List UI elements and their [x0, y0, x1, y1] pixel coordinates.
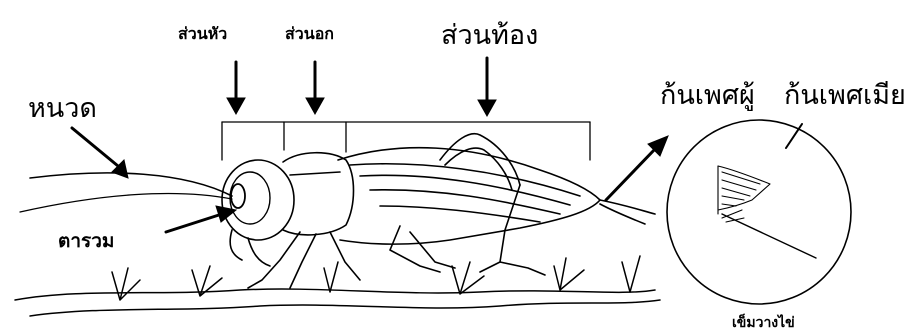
label-ovipositor: เข็มวางไข่	[732, 316, 795, 330]
arrow-eye	[166, 206, 236, 232]
arrows	[72, 58, 668, 232]
label-thorax: ส่วนอก	[285, 26, 334, 42]
arrow-thorax	[306, 62, 324, 114]
label-head: ส่วนหัว	[178, 26, 227, 42]
magnified-view	[667, 120, 851, 304]
label-abdomen: ส่วนท้อง	[441, 22, 538, 49]
label-male-cerci: ก้นเพศผู้	[660, 82, 755, 109]
arrow-head	[227, 62, 245, 114]
antenna	[20, 173, 232, 212]
arrow-antenna	[72, 128, 128, 178]
ground	[15, 256, 660, 316]
segment-bracket	[222, 122, 590, 160]
label-female-cerci: ก้นเพศเมีย	[784, 82, 906, 109]
arrow-cerci	[606, 136, 668, 200]
arrow-abdomen	[478, 58, 496, 116]
label-antenna: หนวด	[28, 95, 97, 122]
label-compound-eye: ตารวม	[58, 232, 114, 251]
